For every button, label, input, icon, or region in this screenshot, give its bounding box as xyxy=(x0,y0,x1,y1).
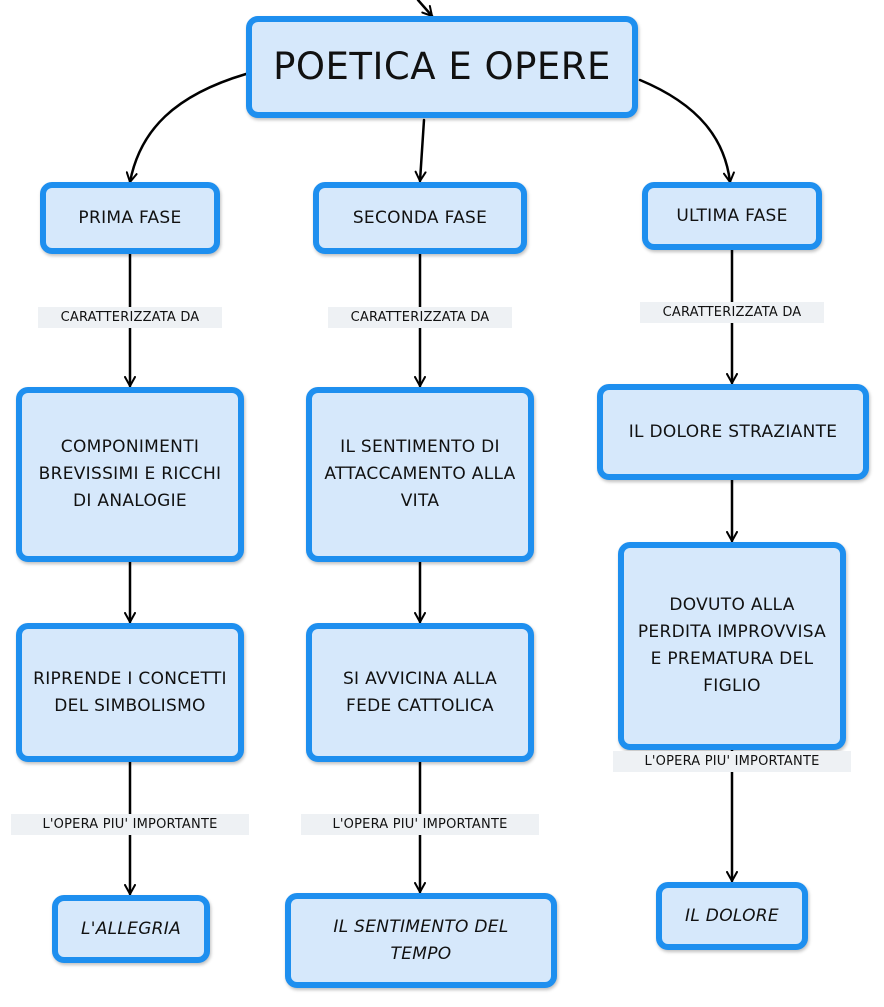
work-node-l-allegria: L'ALLEGRIA xyxy=(52,895,210,963)
edge-label-opera-piu-importante: L'OPERA PIU' IMPORTANTE xyxy=(301,814,539,835)
connector-root-to-ultima-fase xyxy=(638,78,735,184)
connector-root-to-seconda-fase xyxy=(414,118,427,183)
work-node-il-dolore: IL DOLORE xyxy=(656,882,808,950)
detail-text: SI AVVICINA ALLA FEDE CATTOLICA xyxy=(342,668,498,716)
feature-node-seconda-fase: IL SENTIMENTO DI ATTACCAMENTO ALLA VITA xyxy=(306,387,534,562)
phase-title: ULTIMA FASE xyxy=(676,205,788,226)
connector-incoming xyxy=(416,0,434,18)
work-node-il-sentimento-del-tempo: IL SENTIMENTO DEL TEMPO xyxy=(285,893,557,988)
work-title: IL SENTIMENTO DEL TEMPO xyxy=(333,916,509,964)
phase-node-seconda-fase: SECONDA FASE xyxy=(313,182,527,254)
feature-node-ultima-fase: IL DOLORE STRAZIANTE xyxy=(597,384,869,480)
work-title: IL DOLORE xyxy=(685,905,779,926)
detail-text: RIPRENDE I CONCETTI DEL SIMBOLISMO xyxy=(33,668,227,716)
edge-label-caratterizzata-da: CARATTERIZZATA DA xyxy=(38,307,222,328)
detail-node-ultima-fase: DOVUTO ALLA PERDITA IMPROVVISA E PREMATU… xyxy=(618,542,846,750)
edge-label-caratterizzata-da: CARATTERIZZATA DA xyxy=(328,307,512,328)
connector-root-to-prima-fase xyxy=(125,72,248,184)
detail-text: DOVUTO ALLA PERDITA IMPROVVISA E PREMATU… xyxy=(637,595,827,696)
edge-label-opera-piu-importante: L'OPERA PIU' IMPORTANTE xyxy=(11,814,249,835)
root-node: POETICA E OPERE xyxy=(246,16,638,118)
feature-text: IL SENTIMENTO DI ATTACCAMENTO ALLA VITA xyxy=(324,437,516,511)
phase-node-prima-fase: PRIMA FASE xyxy=(40,182,220,254)
root-label: POETICA E OPERE xyxy=(273,45,611,88)
edge-label-caratterizzata-da: CARATTERIZZATA DA xyxy=(640,302,824,323)
edge-label-opera-piu-importante: L'OPERA PIU' IMPORTANTE xyxy=(613,751,851,772)
detail-node-prima-fase: RIPRENDE I CONCETTI DEL SIMBOLISMO xyxy=(16,623,244,762)
phase-title: PRIMA FASE xyxy=(78,207,182,228)
feature-text: COMPONIMENTI BREVISSIMI E RICCHI DI ANAL… xyxy=(38,437,222,511)
feature-node-prima-fase: COMPONIMENTI BREVISSIMI E RICCHI DI ANAL… xyxy=(16,387,244,562)
feature-text: IL DOLORE STRAZIANTE xyxy=(628,421,838,442)
work-title: L'ALLEGRIA xyxy=(80,918,182,939)
phase-node-ultima-fase: ULTIMA FASE xyxy=(642,182,822,250)
detail-node-seconda-fase: SI AVVICINA ALLA FEDE CATTOLICA xyxy=(306,623,534,762)
phase-title: SECONDA FASE xyxy=(352,207,488,228)
